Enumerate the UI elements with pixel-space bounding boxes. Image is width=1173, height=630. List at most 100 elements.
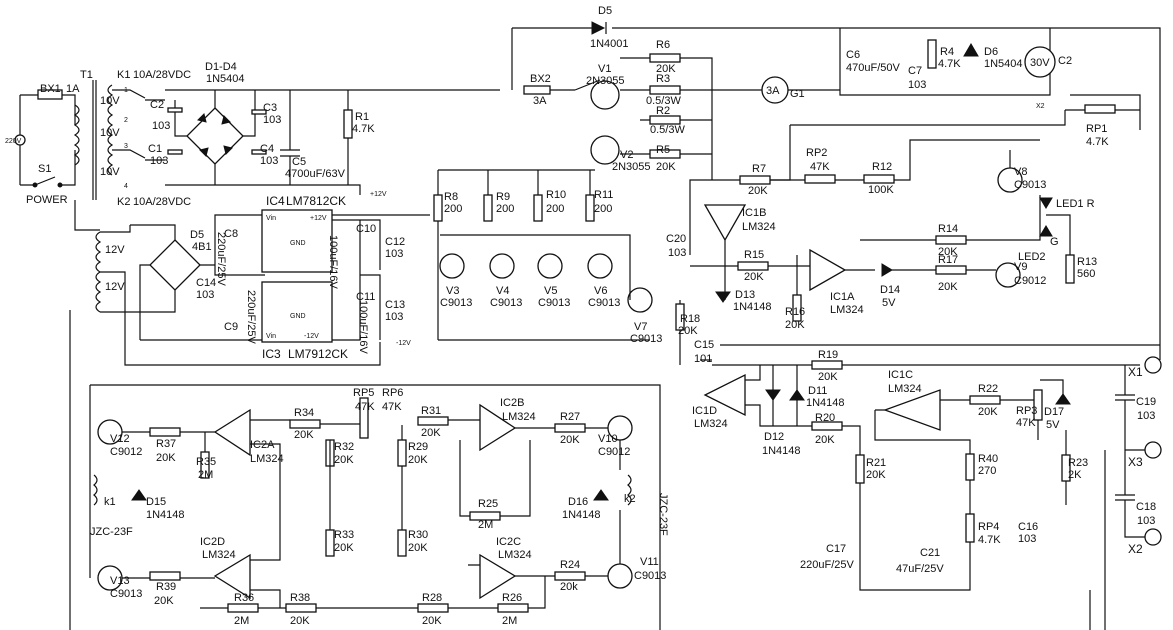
resistor-r33	[325, 529, 335, 557]
led-1	[1039, 197, 1053, 209]
ic2a-part: LM324	[250, 453, 284, 465]
d13-label: D13	[735, 289, 755, 301]
r23-value: 2K	[1068, 469, 1082, 481]
ic2b-part: LM324	[502, 411, 536, 423]
relay-k1-label: K1	[117, 69, 130, 81]
resistor-r7	[739, 175, 771, 185]
r25-value: 2M	[478, 519, 493, 531]
rp2-value: 47K	[810, 161, 830, 173]
transistor-v9	[995, 262, 1021, 288]
r20-value: 20K	[815, 434, 835, 446]
opamp-ic2a	[213, 408, 251, 457]
r16-label: R16	[785, 306, 805, 318]
c15-label: C15	[694, 339, 714, 351]
regulator-section: D5 4B1 C8 220uF/25V C14 103 C9 220uF/25V…	[130, 191, 430, 361]
resistor-r2	[649, 115, 681, 125]
ic1b-part: LM324	[742, 221, 776, 233]
c13-value: 103	[385, 311, 403, 323]
c21-value: 47uF/25V	[896, 563, 944, 575]
rp5-label: RP5	[353, 387, 374, 399]
v2-label: V2	[620, 149, 633, 161]
led2-color: G	[1050, 236, 1059, 248]
ic4-pin-vout: +12V	[310, 215, 327, 222]
transistor-v4	[489, 253, 515, 279]
relay-k2-label: K2	[117, 196, 130, 208]
c13-label: C13	[385, 299, 405, 311]
v13-label: V13	[110, 575, 130, 587]
r1-value: 4.7K	[352, 123, 375, 135]
terminal-x2[interactable]	[1144, 528, 1162, 546]
c8-value: 220uF/25V	[215, 232, 227, 286]
resistor-r17	[935, 265, 967, 275]
r36-label: R36	[234, 592, 254, 604]
terminal-x1[interactable]	[1144, 356, 1162, 374]
r24-label: R24	[560, 559, 580, 571]
ic3-label: IC3	[262, 347, 281, 361]
d15-value: 1N4148	[146, 509, 185, 521]
led2-label: LED2	[1018, 251, 1046, 263]
r40-value: 270	[978, 465, 996, 477]
power-input-section: BX1 1A 220V S1 POWER T1 10V 10V 10V K1 1…	[5, 69, 381, 630]
c10-label: C10	[356, 223, 376, 235]
r29-value: 20K	[408, 454, 428, 466]
resistor-r30	[397, 529, 407, 557]
relay-k2-rating: 10A/28VDC	[133, 196, 191, 208]
v10-part: C9012	[598, 446, 630, 458]
ic3-pin-vout: -12V	[304, 333, 319, 340]
r31-value: 20K	[421, 427, 441, 439]
capacitor-c1	[167, 149, 183, 155]
r33-value: 20K	[334, 542, 354, 554]
r8-value: 200	[444, 203, 462, 215]
d13-value: 1N4148	[733, 301, 772, 313]
r15-label: R15	[744, 249, 764, 261]
voltmeter-label: 30V	[1030, 57, 1050, 69]
r22-value: 20K	[978, 406, 998, 418]
r34-value: 20K	[294, 429, 314, 441]
switch-label: S1	[38, 163, 51, 175]
r26-value: 2M	[502, 615, 517, 627]
transformer-secondary-10v	[107, 84, 114, 176]
power-label: POWER	[26, 194, 68, 206]
transformer-label: T1	[80, 69, 93, 81]
power-switch[interactable]	[34, 176, 56, 186]
d5-top-value: 1N4001	[590, 38, 629, 50]
tap-3: 3	[124, 143, 128, 150]
bx2-label: BX2	[530, 73, 551, 85]
x2-label: X2	[1128, 542, 1143, 556]
r26-label: R26	[502, 592, 522, 604]
resistor-r27	[554, 423, 586, 433]
r11-value: 200	[594, 203, 612, 215]
c16-label: C16	[1018, 521, 1038, 533]
resistor-r9	[483, 194, 493, 222]
tap-10v-2: 10V	[100, 127, 120, 139]
r40-label: R40	[978, 453, 998, 465]
relay-control-section: V12 C9012 R37 20K R35 2M IC2A LM324 R34 …	[89, 384, 669, 630]
v3-part: C9013	[440, 297, 472, 309]
tap-12v-2: 12V	[105, 281, 125, 293]
resistor-r22	[969, 395, 1001, 405]
rp6-value: 47K	[382, 401, 402, 413]
ic3-pin-vin: Vin	[266, 333, 276, 340]
d6-label: D6	[984, 46, 998, 58]
ic1c-label: IC1C	[888, 369, 913, 381]
ic1b-label: IC1B	[742, 207, 766, 219]
v2-part: 2N3055	[612, 161, 651, 173]
potentiometer-rp2[interactable]	[804, 174, 836, 184]
v1-part: 2N3055	[586, 75, 625, 87]
r2-value: 0.5/3W	[650, 124, 685, 136]
fuse-rating: 1A	[66, 83, 80, 95]
rail-neg-label: -12V	[396, 340, 411, 347]
tap-12v-1: 12V	[105, 244, 125, 256]
potentiometer-rp5[interactable]	[359, 397, 369, 439]
opamp-ic1b	[703, 204, 747, 242]
r25-label: R25	[478, 498, 498, 510]
resistor-r8	[433, 194, 443, 222]
c7-value: 103	[908, 79, 926, 91]
potentiometer-rp1[interactable]	[1084, 104, 1116, 114]
terminal-x3[interactable]	[1144, 441, 1162, 459]
bridge-part: 1N5404	[206, 73, 245, 85]
potentiometer-rp4[interactable]	[965, 513, 975, 543]
diode-d13	[715, 291, 731, 303]
r13-value: 560	[1077, 268, 1095, 280]
